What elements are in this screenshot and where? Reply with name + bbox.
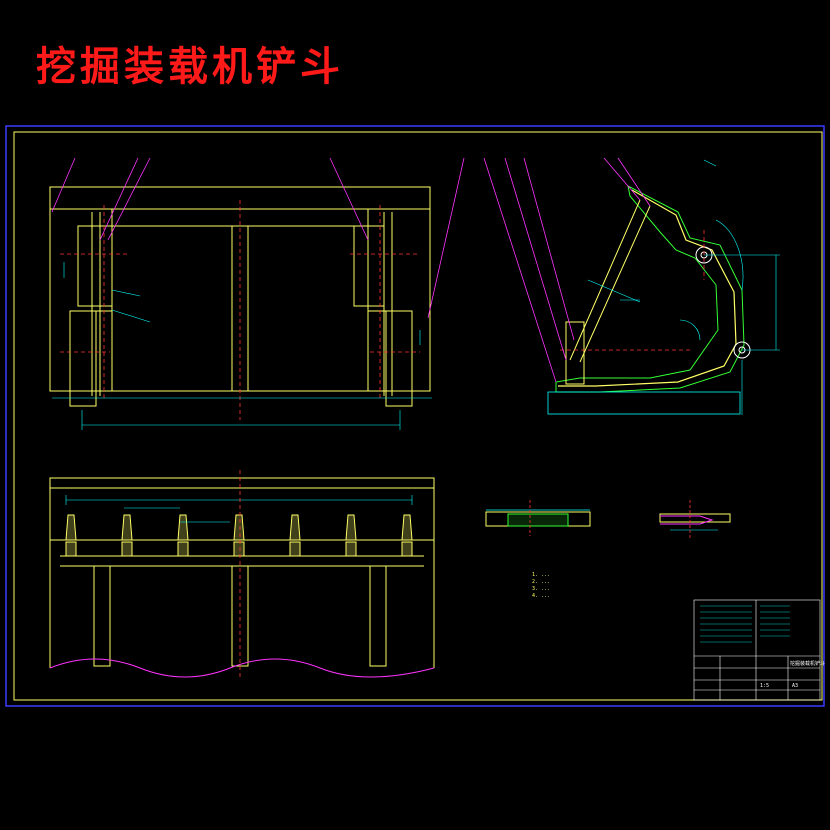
front-view-dimensions [52, 262, 432, 430]
side-view-leaders [483, 157, 651, 383]
technical-notes: 1. ... 2. ... 3. ... 4. ... [532, 572, 550, 599]
section-detail-a [485, 500, 591, 536]
inner-frame [13, 131, 823, 701]
bucket-teeth [65, 514, 413, 557]
front-view-hidden [60, 200, 420, 420]
title-block-drawing-name: 挖掘装载机铲斗 [790, 660, 825, 667]
title-block-rows [700, 605, 790, 643]
note-3: 3. ... [532, 586, 550, 592]
front-view-leaders [51, 157, 465, 319]
top-view-dimensions [65, 495, 413, 523]
top-view-break-line [49, 658, 435, 678]
note-4: 4. ... [532, 593, 550, 599]
side-view [547, 185, 751, 415]
outer-frame [5, 125, 825, 707]
front-view [49, 186, 431, 407]
top-view [49, 477, 435, 668]
section-detail-b [659, 500, 731, 540]
title-block-scale: 1:5 [760, 683, 769, 689]
drawing-title: 挖掘装载机铲斗 [36, 43, 344, 90]
note-1: 1. ... [532, 572, 550, 578]
side-view-hidden [560, 230, 705, 351]
title-block [693, 599, 821, 701]
side-view-dimensions [587, 159, 780, 415]
note-2: 2. ... [532, 579, 550, 585]
title-block-sheet: A3 [792, 683, 798, 689]
